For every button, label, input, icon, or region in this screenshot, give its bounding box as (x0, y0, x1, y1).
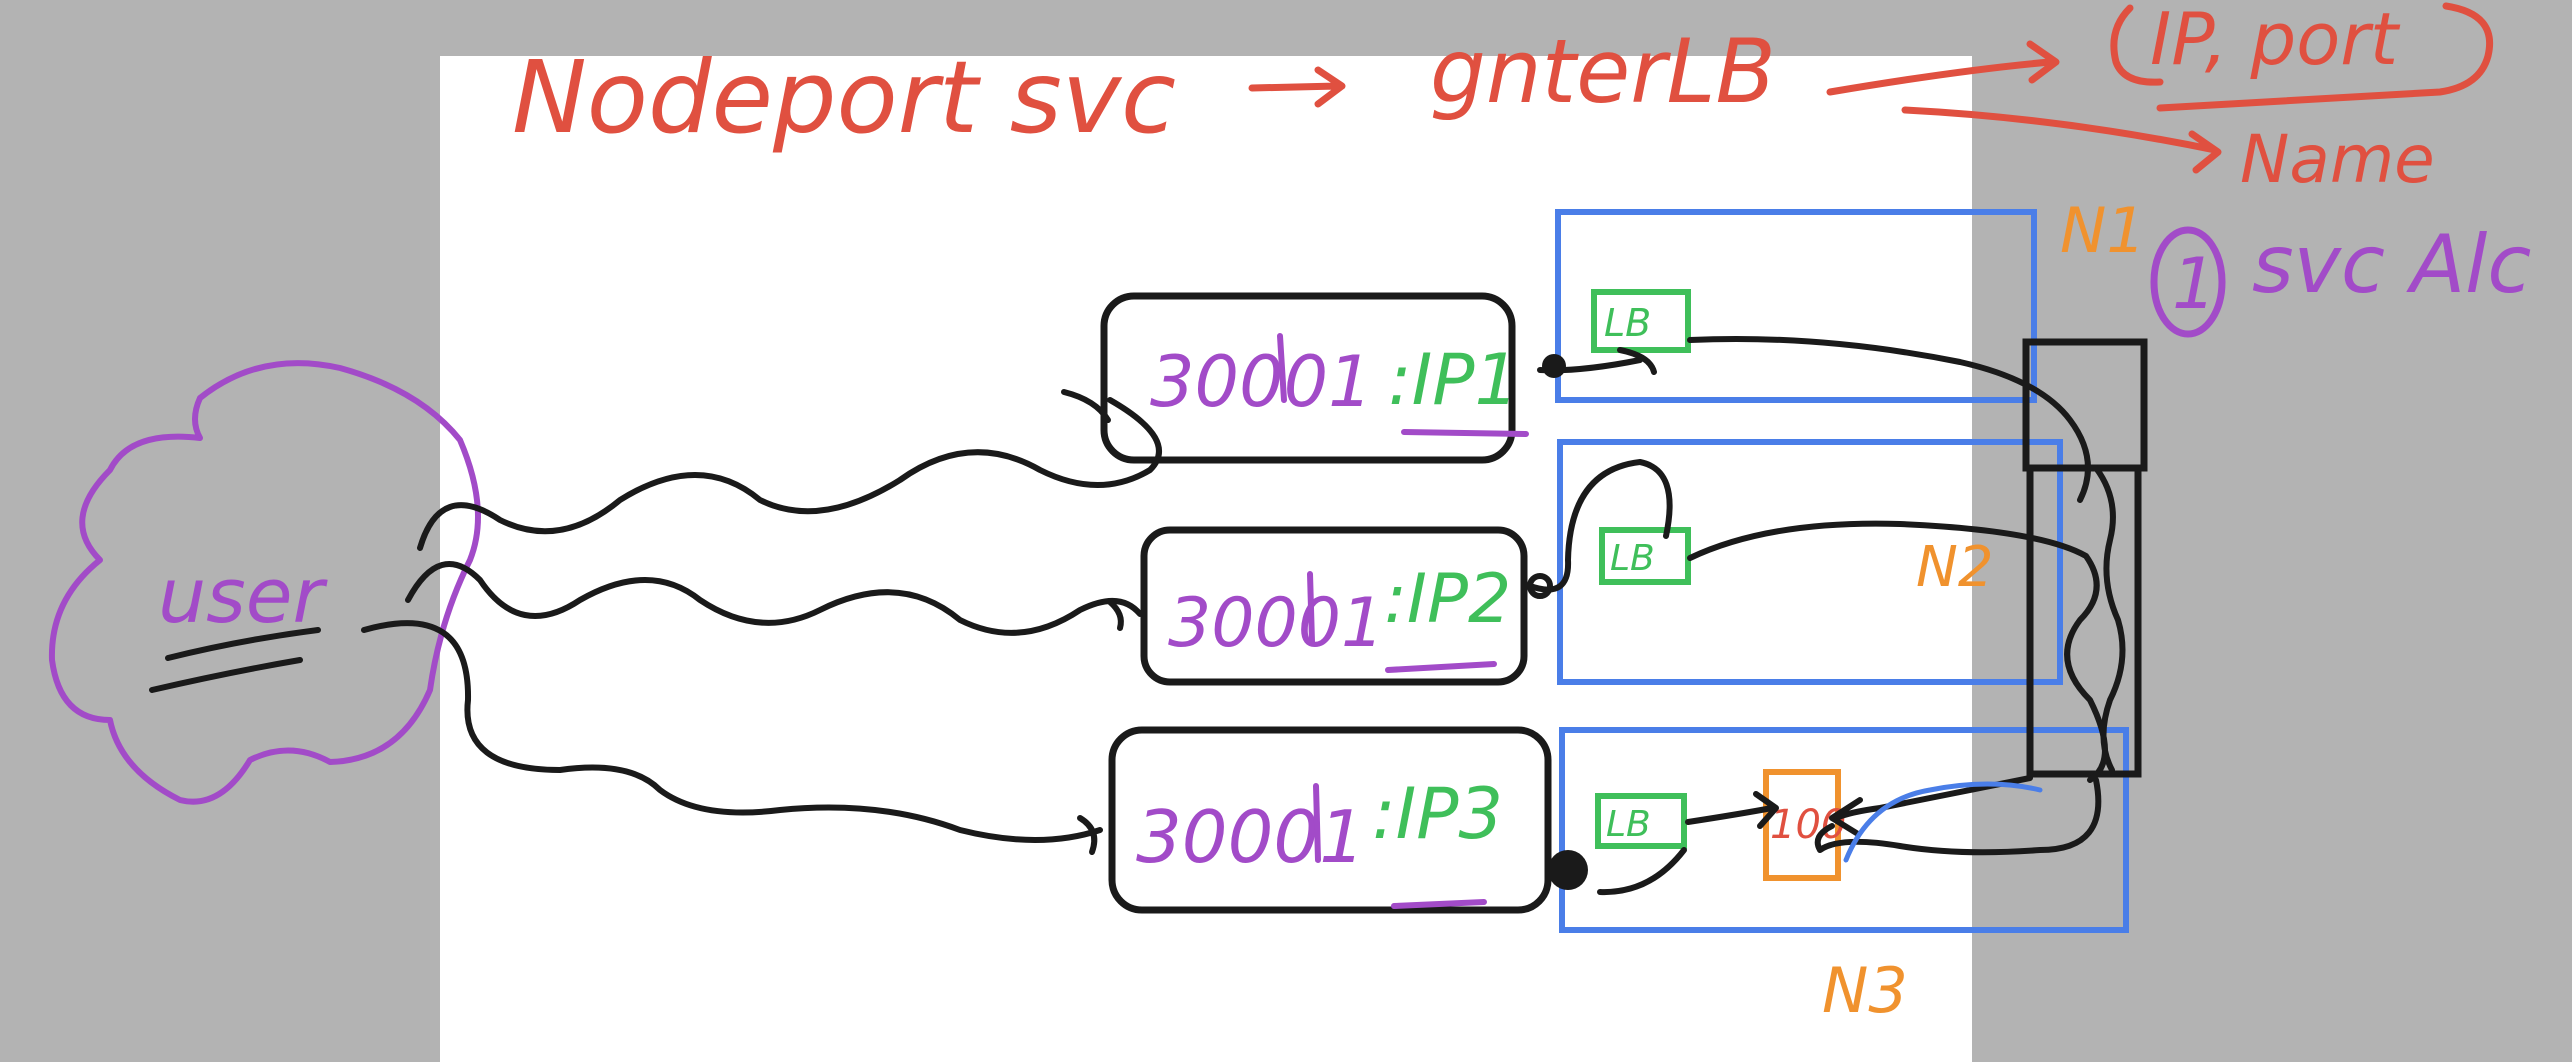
internal-routing (1527, 335, 2126, 896)
entry-separator (1277, 333, 1287, 403)
paper-sheet (440, 56, 1972, 1062)
wire-user-to-entry-1 (417, 397, 1162, 551)
note-text: svc Alc (2252, 218, 2531, 311)
entry-ip: :IP2 (1384, 560, 1511, 639)
route-blue-curve (1843, 781, 2043, 863)
entry-separator (1313, 783, 1321, 863)
lb-box (1595, 793, 1687, 849)
entry-2: 30001 :IP2 (1140, 526, 1528, 686)
entry-port: 30001 (1136, 795, 1365, 879)
node-label: N3 (1822, 954, 1908, 1027)
arrowhead-entry-2 (1107, 599, 1124, 631)
entry-ip: :IP1 (1388, 339, 1519, 421)
entry-3-port-dot (1548, 850, 1588, 890)
entry-port: 30001 (1168, 584, 1384, 663)
route-column-loop-to-pod (1814, 777, 2102, 856)
entry-1: 30001 :IP1 (1100, 292, 1529, 464)
client-underline (149, 627, 321, 693)
note-number-circle (2150, 226, 2226, 338)
side-note: 1 svc Alc (2150, 218, 2531, 338)
client-connections (361, 389, 1162, 855)
node-2: N2 LB (1557, 439, 2063, 685)
entry-separator (1307, 571, 1315, 645)
arrowhead-entry-3 (1077, 815, 1098, 855)
route-lb2-to-column (1687, 520, 2108, 783)
wire-user-to-entry-2 (405, 561, 1143, 636)
entry-box (1100, 292, 1516, 464)
ip-port-bracket (2110, 2, 2494, 112)
node-box (1559, 727, 2129, 933)
lb-label: LB (1606, 804, 1651, 845)
node-label: N1 (2060, 194, 2146, 267)
node-box (1555, 209, 2037, 403)
header-result-name: Name (2240, 121, 2435, 198)
entry-port: 30001 (1150, 341, 1373, 423)
lb-label: LB (1610, 538, 1655, 579)
lb-label: LB (1604, 301, 1651, 345)
node-box (1557, 439, 2063, 685)
route-lb3-to-pod (1685, 791, 1779, 829)
service-column-body (2026, 464, 2142, 778)
route-entry-2-loop (1527, 459, 1673, 593)
node-3: N3 LB 100 (1559, 727, 2129, 1027)
cloud-outline (48, 360, 481, 805)
header-title: Nodeport svc (512, 39, 1176, 156)
entry-3: 30001 :IP3 (1108, 726, 1552, 914)
entry-1-port-dot (1542, 354, 1566, 378)
header: Nodeport svc gnterLB IP, port Name (512, 0, 2494, 198)
entry-box (1140, 526, 1528, 686)
arrow-to-lb (1248, 66, 1346, 108)
entry-box (1108, 726, 1552, 914)
entry-ip-underline (1385, 661, 1497, 673)
client-label: user (158, 551, 329, 640)
entry-ip-underline (1401, 429, 1529, 437)
route-column-wave (2093, 465, 2126, 773)
node-1: N1 LB (1555, 194, 2146, 403)
route-lb1-to-column (1687, 335, 2091, 503)
header-result-ip-port: IP, port (2150, 0, 2401, 81)
note-number: 1 (2172, 243, 2217, 325)
entry-ip: :IP3 (1372, 773, 1503, 855)
arrow-to-ip-port (1826, 40, 2060, 96)
lb-box (1591, 289, 1691, 353)
arrow-to-name (1901, 106, 2222, 174)
route-entry-3-to-lb (1597, 847, 1687, 896)
route-entry-1-to-lb (1537, 347, 1657, 375)
entry-ip-underline (1391, 899, 1487, 909)
wire-user-to-entry-3 (361, 620, 1103, 843)
node-label: N2 (1916, 535, 1994, 600)
client-cloud: user (48, 360, 481, 805)
entry-2-port-dot (1527, 573, 1553, 599)
header-lb-target: gnterLB (1430, 20, 1776, 123)
